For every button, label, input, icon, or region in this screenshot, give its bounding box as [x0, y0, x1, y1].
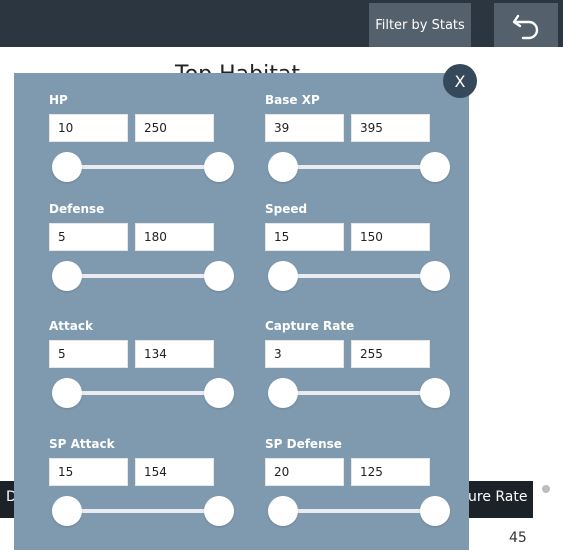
sp-attack-slider-track[interactable] — [66, 509, 218, 513]
filter-defense: Defense — [49, 202, 249, 302]
hp-slider-max-handle[interactable] — [204, 152, 234, 182]
filter-base-xp: Base XP — [265, 93, 465, 193]
attack-slider-max-handle[interactable] — [204, 378, 234, 408]
filter-label: Base XP — [265, 93, 320, 107]
filter-label: SP Attack — [49, 437, 115, 451]
capture-rate-slider-track[interactable] — [282, 391, 434, 395]
sp-defense-slider-track[interactable] — [282, 509, 434, 513]
attack-max-input[interactable] — [135, 340, 214, 368]
attack-min-input[interactable] — [49, 340, 128, 368]
defense-slider-track[interactable] — [66, 274, 218, 278]
filter-by-stats-label: Filter by Stats — [375, 17, 465, 33]
speed-slider-min-handle[interactable] — [268, 261, 298, 291]
base-xp-max-input[interactable] — [351, 114, 430, 142]
base-xp-slider-max-handle[interactable] — [420, 152, 450, 182]
filter-capture-rate: Capture Rate — [265, 319, 465, 419]
sp-attack-min-input[interactable] — [49, 458, 128, 486]
close-modal-button[interactable]: X — [443, 64, 477, 98]
sp-defense-min-input[interactable] — [265, 458, 344, 486]
scroll-indicator-dot — [542, 485, 550, 493]
top-app-bar — [0, 0, 563, 47]
sp-attack-max-input[interactable] — [135, 458, 214, 486]
background-table-cell: 45 — [509, 530, 527, 546]
sp-defense-slider-max-handle[interactable] — [420, 496, 450, 526]
filter-attack: Attack — [49, 319, 249, 419]
filter-label: Attack — [49, 319, 93, 333]
capture-rate-slider-min-handle[interactable] — [268, 378, 298, 408]
filter-label: Speed — [265, 202, 308, 216]
base-xp-slider-track[interactable] — [282, 165, 434, 169]
sp-attack-slider-min-handle[interactable] — [52, 496, 82, 526]
back-button[interactable] — [494, 3, 558, 47]
attack-slider-min-handle[interactable] — [52, 378, 82, 408]
speed-slider-track[interactable] — [282, 274, 434, 278]
sp-defense-max-input[interactable] — [351, 458, 430, 486]
filter-sp-defense: SP Defense — [265, 437, 465, 537]
sp-defense-slider-min-handle[interactable] — [268, 496, 298, 526]
filter-label: Capture Rate — [265, 319, 355, 333]
capture-rate-min-input[interactable] — [265, 340, 344, 368]
speed-min-input[interactable] — [265, 223, 344, 251]
base-xp-min-input[interactable] — [265, 114, 344, 142]
close-label: X — [454, 71, 466, 91]
filter-hp: HP — [49, 93, 249, 193]
capture-rate-max-input[interactable] — [351, 340, 430, 368]
defense-slider-max-handle[interactable] — [204, 261, 234, 291]
defense-slider-min-handle[interactable] — [52, 261, 82, 291]
defense-min-input[interactable] — [49, 223, 128, 251]
filter-stats-modal: HP Base XP Defense Speed Attack — [14, 73, 469, 550]
base-xp-slider-min-handle[interactable] — [268, 152, 298, 182]
hp-slider-min-handle[interactable] — [52, 152, 82, 182]
filter-label: SP Defense — [265, 437, 342, 451]
background-column-header-left: D — [6, 489, 17, 505]
filter-speed: Speed — [265, 202, 465, 302]
hp-slider-track[interactable] — [66, 165, 218, 169]
defense-max-input[interactable] — [135, 223, 214, 251]
attack-slider-track[interactable] — [66, 391, 218, 395]
capture-rate-slider-max-handle[interactable] — [420, 378, 450, 408]
hp-min-input[interactable] — [49, 114, 128, 142]
hp-max-input[interactable] — [135, 114, 214, 142]
filter-by-stats-button[interactable]: Filter by Stats — [369, 3, 471, 47]
sp-attack-slider-max-handle[interactable] — [204, 496, 234, 526]
filter-label: Defense — [49, 202, 105, 216]
background-column-header-capture-rate: ure Rate — [468, 489, 528, 505]
speed-max-input[interactable] — [351, 223, 430, 251]
undo-arrow-icon — [512, 14, 539, 40]
speed-slider-max-handle[interactable] — [420, 261, 450, 291]
filter-sp-attack: SP Attack — [49, 437, 249, 537]
filter-label: HP — [49, 93, 68, 107]
